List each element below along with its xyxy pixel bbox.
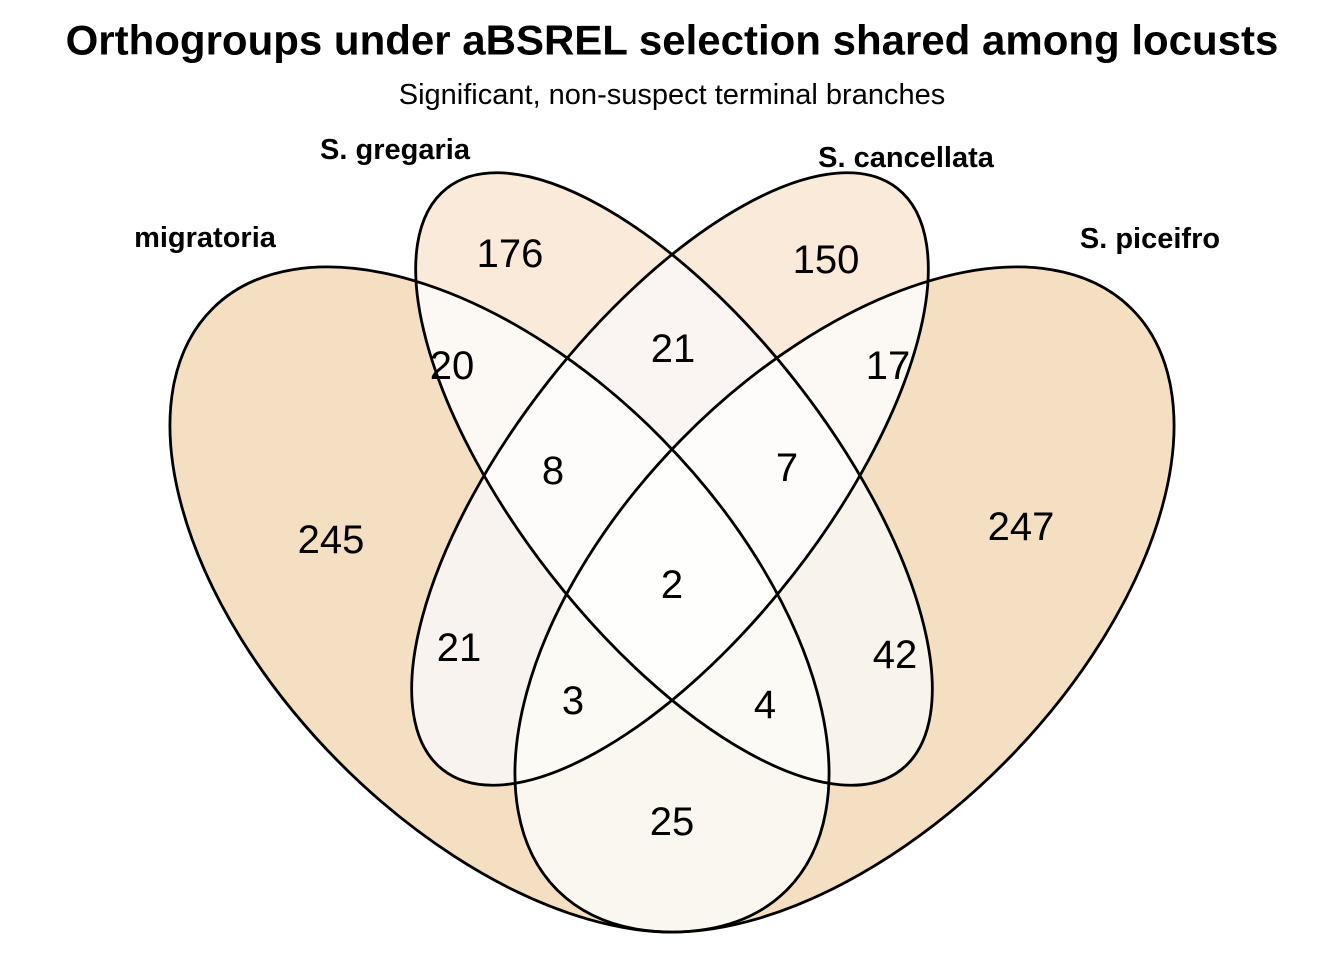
count-cancellata-only: 150: [793, 238, 860, 282]
chart-title: Orthogroups under aBSREL selection share…: [66, 17, 1279, 64]
count-migratoria-gregaria: 20: [430, 344, 475, 388]
set-label-cancellata: S. cancellata: [818, 142, 995, 174]
ellipse-gregaria: [414, 171, 934, 787]
set-label-gregaria: S. gregaria: [320, 134, 471, 166]
count-piceifrons-only: 247: [988, 505, 1055, 549]
count-cancellata-piceifrons: 17: [866, 344, 911, 388]
venn-outlines: [168, 171, 1176, 934]
count-migratoria-gregaria-piceifrons: 4: [754, 683, 776, 727]
count-gregaria-cancellata-piceifrons: 7: [776, 446, 798, 490]
count-gregaria-piceifrons: 42: [873, 633, 918, 677]
chart-subtitle: Significant, non-suspect terminal branch…: [399, 79, 945, 111]
venn-region-fills: [169, 172, 1175, 933]
ellipse-cancellata: [410, 171, 930, 787]
ellipse-migratoria: [168, 265, 831, 934]
count-migratoria-cancellata-piceifrons: 3: [562, 679, 584, 723]
count-migratoria-cancellata: 21: [437, 626, 482, 670]
ellipse-piceifrons: [513, 265, 1176, 934]
count-gregaria-cancellata: 21: [651, 327, 696, 371]
count-all-four: 2: [661, 563, 683, 607]
set-label-migratoria: migratoria: [134, 222, 277, 254]
count-migratoria-piceifrons: 25: [650, 800, 695, 844]
set-label-piceifrons: S. piceifro: [1080, 223, 1220, 255]
count-gregaria-only: 176: [477, 232, 544, 276]
count-migratoria-only: 245: [298, 518, 365, 562]
count-migratoria-gregaria-cancellata: 8: [542, 449, 564, 493]
